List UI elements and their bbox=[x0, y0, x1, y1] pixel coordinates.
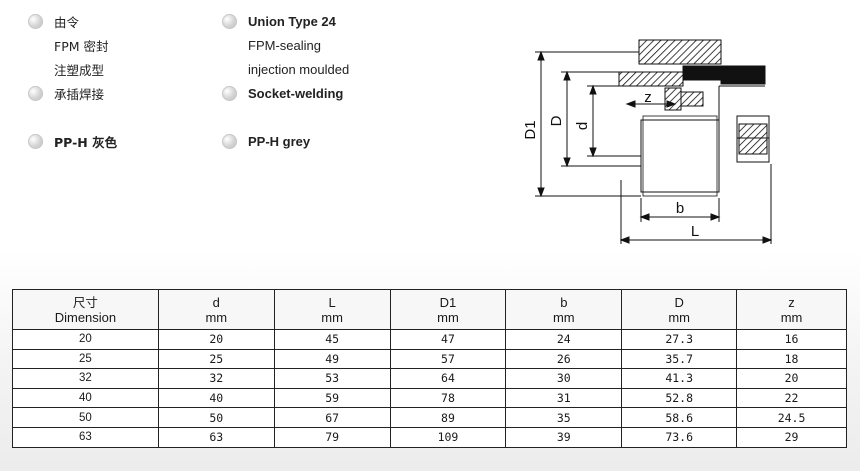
table-cell: 50 bbox=[157, 407, 275, 428]
table-cell: 58.6 bbox=[621, 407, 738, 428]
table-cell: 109 bbox=[389, 426, 507, 448]
table-cell: 30 bbox=[505, 368, 623, 389]
bullet-dot-icon bbox=[222, 85, 237, 101]
spec-item-cn: PP-H 灰色 bbox=[28, 130, 117, 152]
table-cell: 89 bbox=[389, 407, 507, 428]
table-cell: 16 bbox=[736, 329, 847, 350]
bullet-dot-icon bbox=[222, 133, 237, 149]
spec-text-cn: FPM 密封 bbox=[54, 38, 109, 54]
table-cell: 57 bbox=[389, 348, 507, 370]
table-cell: 49 bbox=[273, 348, 391, 370]
table-cell: 53 bbox=[273, 368, 391, 389]
table-cell: 47 bbox=[389, 329, 507, 350]
spec-item-cn: 由令 bbox=[28, 10, 79, 32]
table-cell: 25 bbox=[157, 348, 275, 370]
body-section bbox=[618, 71, 684, 87]
socket-bore bbox=[640, 119, 720, 193]
spec-item-en: PP-H grey bbox=[222, 130, 310, 152]
table-cell: 22 bbox=[736, 387, 847, 409]
spec-text-cn: 注塑成型 bbox=[54, 62, 105, 78]
table-cell: 67 bbox=[273, 407, 391, 428]
spec-text-en: PP-H grey bbox=[248, 133, 311, 149]
spec-item-en: injection moulded bbox=[222, 58, 349, 80]
union-nut-section bbox=[638, 39, 722, 65]
spec-text-cn: PP-H 灰色 bbox=[54, 134, 118, 150]
spec-item-cn: 承插焊接 bbox=[28, 82, 104, 104]
table-cell: 27.3 bbox=[621, 329, 738, 350]
table-cell: 32 bbox=[157, 368, 275, 389]
table-cell: 18 bbox=[736, 348, 847, 370]
table-cell: 31 bbox=[505, 387, 623, 409]
table-cell: 78 bbox=[389, 387, 507, 409]
table-cell: 20 bbox=[157, 329, 275, 350]
table-cell: 29 bbox=[736, 426, 847, 448]
table-cell: 45 bbox=[273, 329, 391, 350]
spec-text-cn: 承插焊接 bbox=[54, 86, 105, 102]
table-cell: 26 bbox=[505, 348, 623, 370]
bullet-dot-icon bbox=[28, 13, 43, 29]
label-b: b bbox=[676, 200, 684, 217]
table-cell: 63 bbox=[12, 426, 159, 448]
spec-text-cn: 由令 bbox=[54, 14, 80, 30]
bullet-dot-icon bbox=[28, 85, 43, 101]
spec-text-en: Union Type 24 bbox=[248, 13, 336, 29]
table-cell: 35 bbox=[505, 407, 623, 428]
label-L: L bbox=[691, 223, 699, 240]
table-cell: 59 bbox=[273, 387, 391, 409]
table-cell: 79 bbox=[273, 426, 391, 448]
bullet-dot-icon bbox=[28, 133, 43, 149]
table-cell: 32 bbox=[12, 368, 159, 389]
spec-item-cn: 注塑成型 bbox=[28, 58, 104, 80]
table-cell: 64 bbox=[389, 368, 507, 389]
table-cell: 35.7 bbox=[621, 348, 738, 370]
spec-text-en: Socket-welding bbox=[248, 85, 344, 101]
table-cell: 52.8 bbox=[621, 387, 738, 409]
bullet-dot-icon bbox=[222, 13, 237, 29]
table-cell: 39 bbox=[505, 426, 623, 448]
threaded-spigot bbox=[736, 115, 770, 163]
spec-list: 由令 FPM 密封 注塑成型 承插焊接 PP-H 灰色 Union Type 2… bbox=[0, 0, 500, 250]
label-z: z bbox=[644, 89, 652, 106]
label-D1: D1 bbox=[522, 120, 539, 139]
label-D: D bbox=[548, 115, 565, 126]
spec-item-en: Union Type 24 bbox=[222, 10, 336, 32]
table-cell: 24.5 bbox=[736, 407, 847, 428]
table-cell: 50 bbox=[12, 407, 159, 428]
table-cell: 41.3 bbox=[621, 368, 738, 389]
table-cell: 63 bbox=[157, 426, 275, 448]
label-d: d bbox=[574, 122, 591, 130]
table-cell: 20 bbox=[12, 329, 159, 350]
spec-item-en: FPM-sealing bbox=[222, 34, 321, 56]
table-cell: 40 bbox=[157, 387, 275, 409]
table-cell: 73.6 bbox=[621, 426, 738, 448]
table-cell: 24 bbox=[505, 329, 623, 350]
spec-item-en: Socket-welding bbox=[222, 82, 343, 104]
spec-item-cn: FPM 密封 bbox=[28, 34, 109, 56]
table-cell: 25 bbox=[12, 348, 159, 370]
spec-text-en: FPM-sealing bbox=[248, 37, 321, 53]
spec-text-en: injection moulded bbox=[248, 61, 350, 77]
union-technical-drawing: D1 D d z b L bbox=[522, 39, 773, 244]
table-cell: 20 bbox=[736, 368, 847, 389]
table-cell: 40 bbox=[12, 387, 159, 409]
